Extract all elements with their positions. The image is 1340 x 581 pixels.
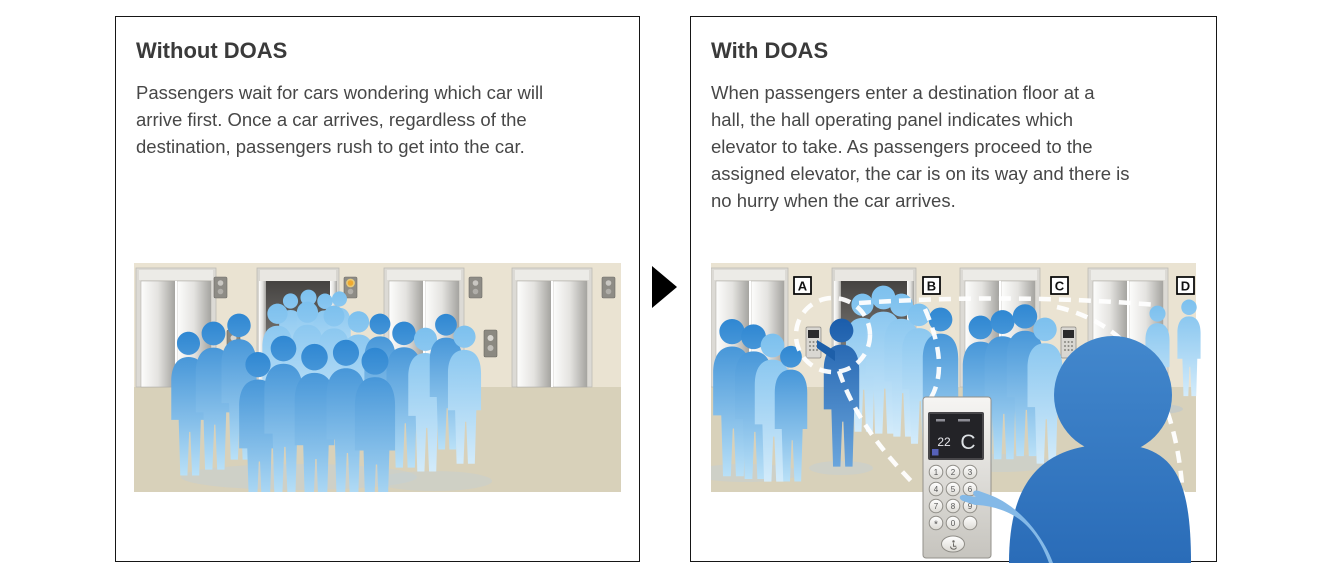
with-doas-title: With DOAS [711,38,829,63]
elevator-label-d: D [1176,276,1195,295]
passenger-at-panel [817,318,860,467]
svg-text:2: 2 [951,468,956,477]
svg-text:0: 0 [951,519,956,528]
accessibility-icon [950,540,957,550]
key-1 [928,464,944,480]
elevator-door-closed [511,267,593,388]
svg-text:8: 8 [951,502,956,511]
hall-lantern-icon [213,276,228,299]
lobby-illustration-with-doas: A B C D [711,263,1201,563]
key-7 [928,498,944,514]
svg-text:B: B [927,278,936,293]
crowd-shadow [809,461,873,475]
svg-text:3: 3 [968,468,973,477]
pointing-hand [959,490,1053,563]
svg-text:1: 1 [934,468,939,477]
svg-text:D: D [1181,278,1190,293]
key-4 [928,481,944,497]
svg-text:6: 6 [968,485,973,494]
svg-text:*: * [934,520,938,531]
with-doas-description: When passengers enter a destination floo… [711,82,1130,211]
elevator-label-c: C [1050,276,1069,295]
hall-call-button-icon [483,329,498,358]
key-3 [962,464,978,480]
svg-text:4: 4 [934,485,939,494]
with-doas-panel: With DOAS When passengers enter a destin… [690,16,1217,563]
hall-lantern-icon [468,276,483,299]
key-2 [945,464,961,480]
svg-text:A: A [798,278,808,293]
key-0 [945,515,961,531]
key-8 [945,498,961,514]
svg-text:9: 9 [968,502,973,511]
display-assigned-car: C [960,431,975,454]
svg-text:C: C [1055,278,1065,293]
svg-text:7: 7 [934,502,939,511]
without-doas-panel: Without DOAS Passengers wait for cars wo… [115,16,640,562]
destination-keypad-panel: 22 C [922,396,992,559]
without-doas-title: Without DOAS [136,38,288,63]
display-indicator [932,449,939,456]
elevator-label-a: A [793,276,812,295]
hall-lantern-lit-icon [343,276,358,299]
key-5 [945,481,961,497]
right-arrow-icon [652,266,677,308]
hall-operating-panel-icon [1060,326,1077,359]
svg-text:5: 5 [951,485,956,494]
key-star [928,515,944,531]
foreground-passenger [1009,336,1191,563]
key-hidden [962,515,978,531]
lobby-illustration-without-doas [134,263,621,492]
hall-operating-panel-icon [805,326,822,359]
elevator-label-b: B [922,276,941,295]
without-doas-description: Passengers wait for cars wondering which… [136,82,544,157]
hall-lantern-icon [601,276,616,299]
display-floor-number: 22 [937,435,951,449]
crowd-shadow [376,471,492,491]
